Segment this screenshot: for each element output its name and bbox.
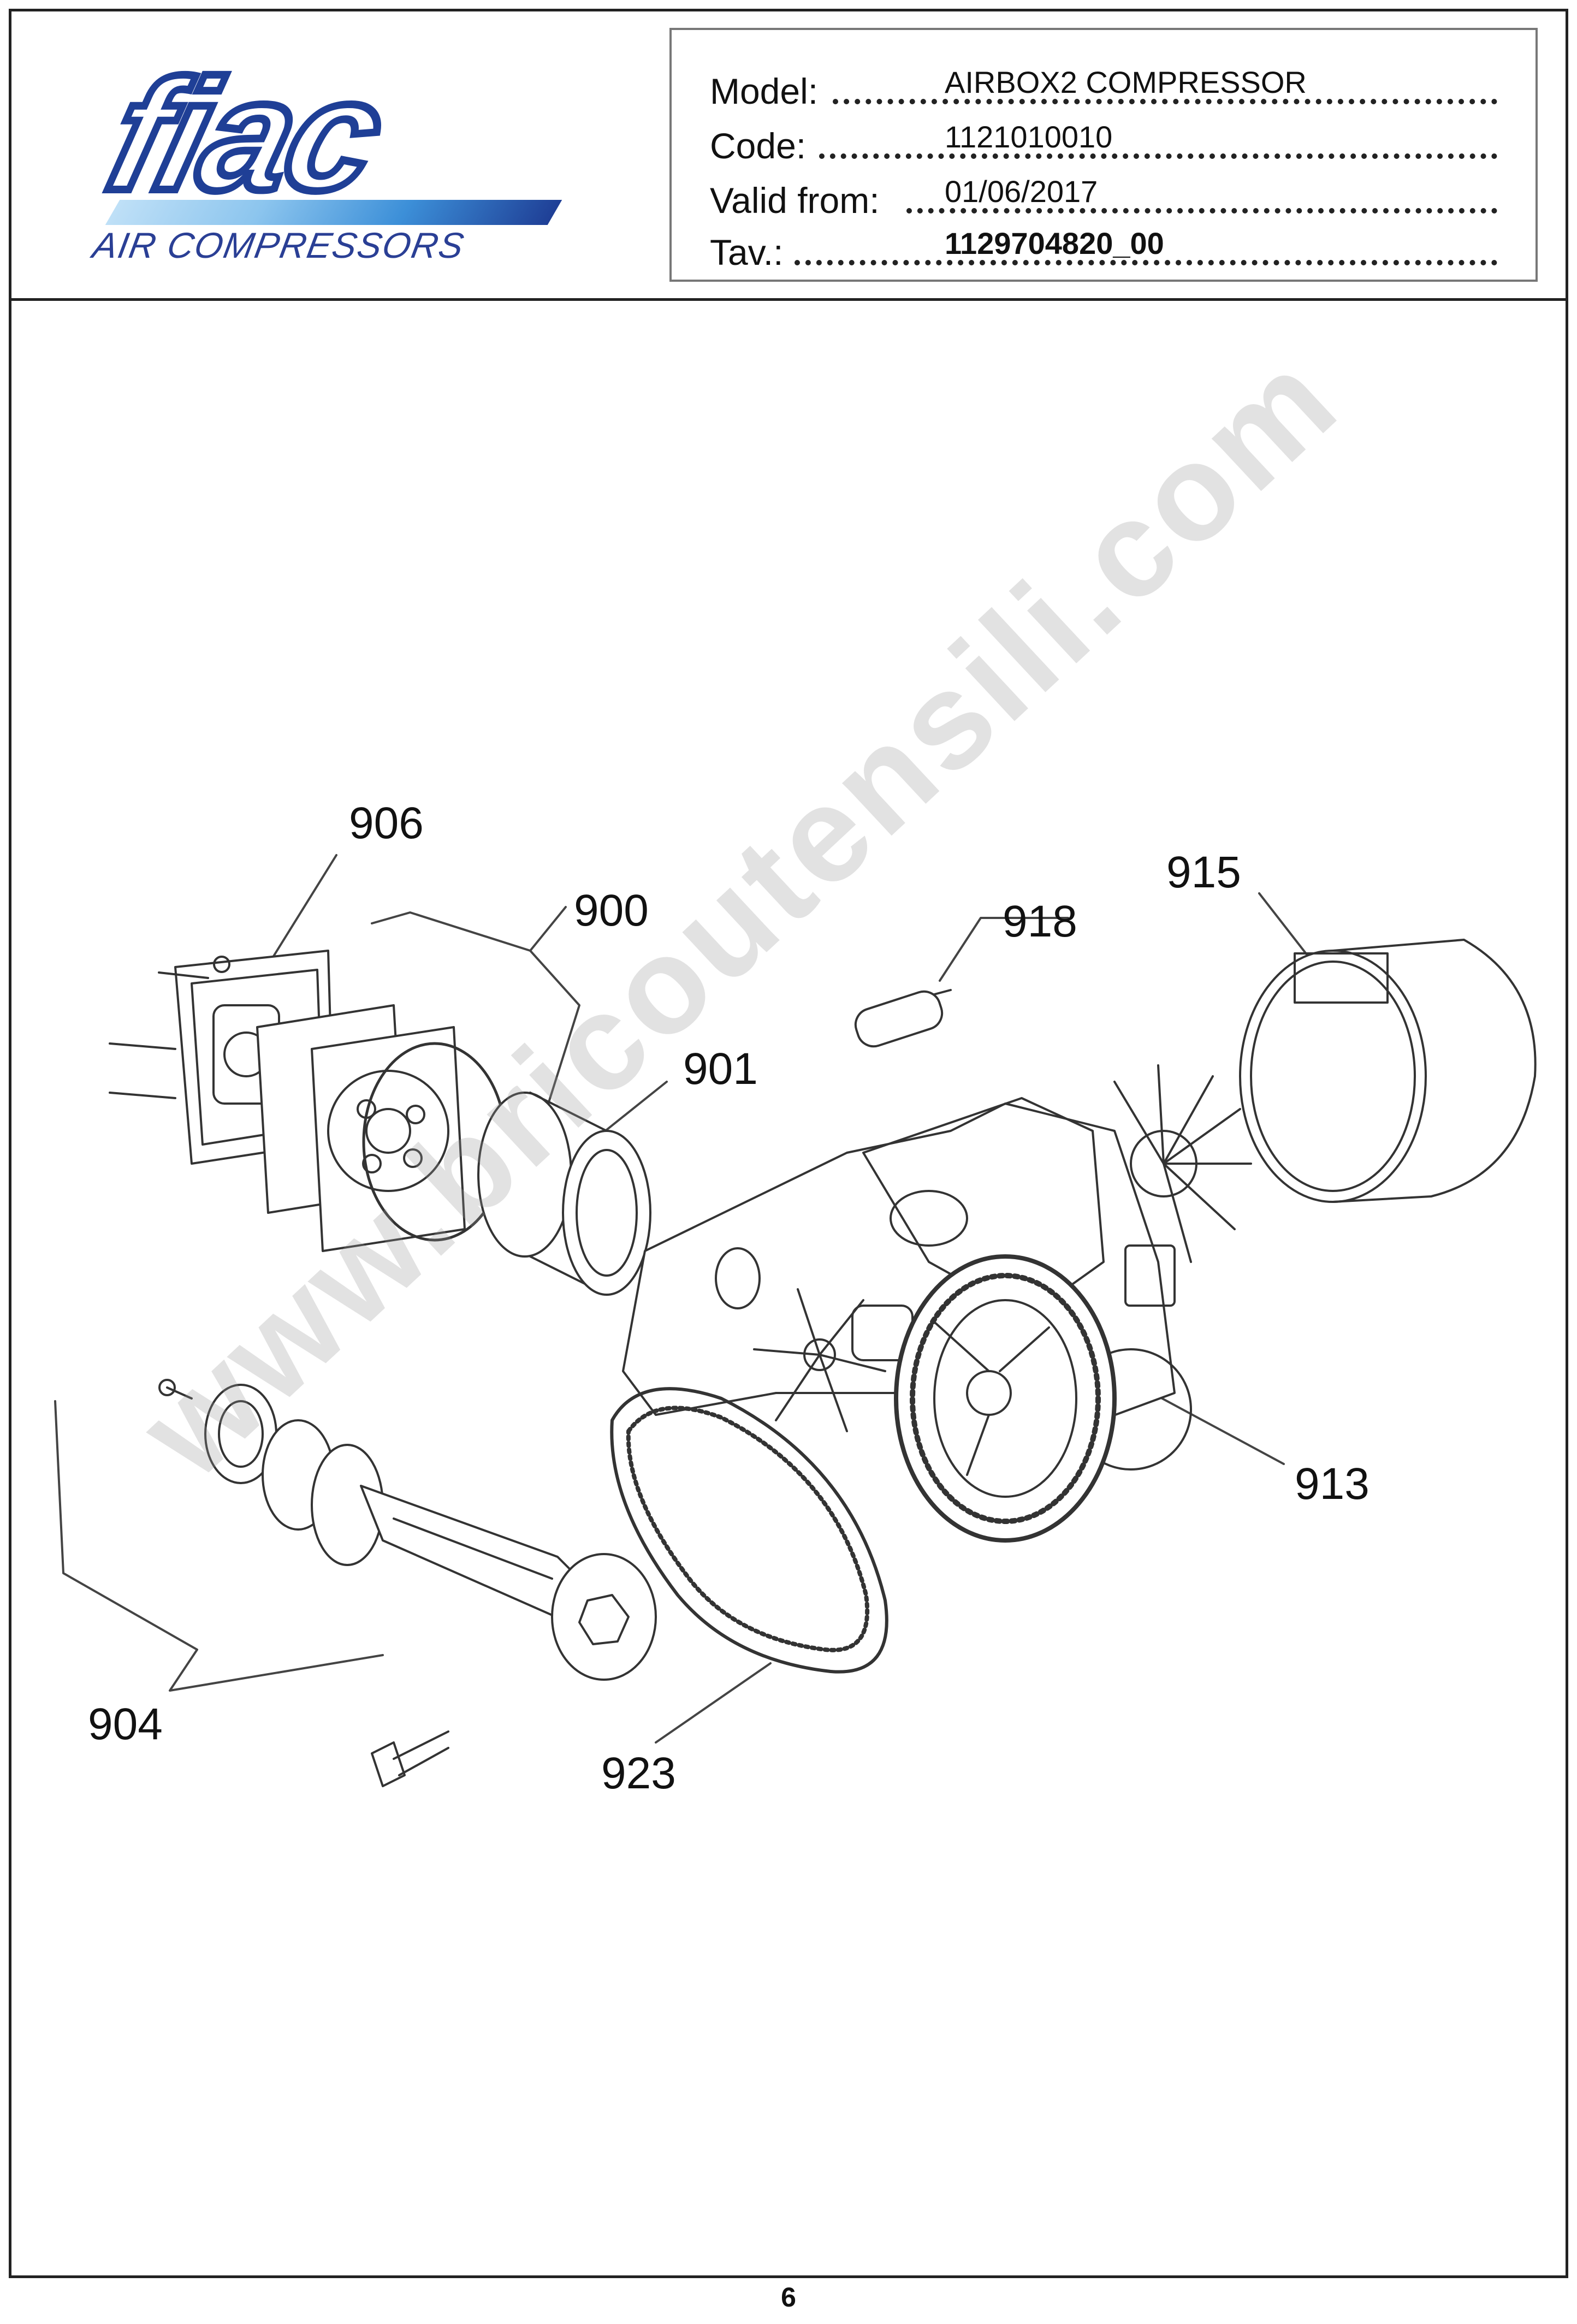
fan-cover-915 (1239, 939, 1537, 1203)
callout-918: 918 (1003, 897, 1077, 946)
logo-tagline: AIR COMPRESSORS (90, 225, 468, 265)
callout-906: 906 (349, 798, 424, 848)
callout-901: 901 (683, 1044, 758, 1094)
info-row-tav: Tav.: 1129704820_00 (710, 224, 1497, 273)
timing-belt-923 (610, 1387, 888, 1674)
leader-lines (54, 854, 1318, 1744)
callout-923: 923 (601, 1748, 676, 1798)
dotted-leader (833, 99, 1497, 104)
logo-stripe (105, 200, 562, 225)
callout-904: 904 (88, 1699, 163, 1749)
cylinder-901 (477, 1092, 651, 1296)
info-label: Code: (710, 126, 807, 166)
valve-plate-900 (256, 1004, 507, 1252)
cooling-fan (1113, 1064, 1252, 1263)
info-row-model: Model: AIRBOX2 COMPRESSOR (710, 63, 1497, 112)
info-label: Valid from: (710, 180, 880, 221)
header: fiac AIR COMPRESSORS Model: AIRBOX2 COMP… (11, 11, 1566, 301)
fiac-logo: fiac AIR COMPRESSORS (82, 43, 574, 268)
callout-915: 915 (1166, 847, 1241, 897)
logo-wordmark: fiac (90, 43, 401, 227)
info-value-tav: 1129704820_00 (945, 226, 1164, 260)
exploded-view: 906 900 918 915 901 913 904 923 www.bric… (11, 301, 1566, 2275)
info-label: Model: (710, 71, 819, 111)
info-row-valid-from: Valid from: 01/06/2017 (710, 172, 1497, 221)
page-number: 6 (781, 2282, 796, 2313)
info-value-model: AIRBOX2 COMPRESSOR (945, 65, 1307, 99)
dotted-leader (819, 153, 1497, 159)
connecting-rod-904 (158, 1379, 657, 1787)
model-info-box: Model: AIRBOX2 COMPRESSOR Code: 11210100… (669, 28, 1538, 282)
gear-wheel (894, 1254, 1117, 1543)
info-row-code: Code: 1121010010 (710, 117, 1497, 167)
page-frame: fiac AIR COMPRESSORS Model: AIRBOX2 COMP… (9, 9, 1568, 2278)
dotted-leader (795, 260, 1497, 265)
info-value-valid-from: 01/06/2017 (945, 174, 1098, 209)
exploded-view-drawing (54, 854, 1537, 1787)
capacitor-918 (854, 989, 952, 1048)
dotted-leader (906, 208, 1497, 214)
callout-913: 913 (1295, 1459, 1370, 1509)
info-label: Tav.: (710, 232, 784, 272)
callout-900: 900 (574, 886, 649, 935)
info-value-code: 1121010010 (945, 120, 1113, 154)
